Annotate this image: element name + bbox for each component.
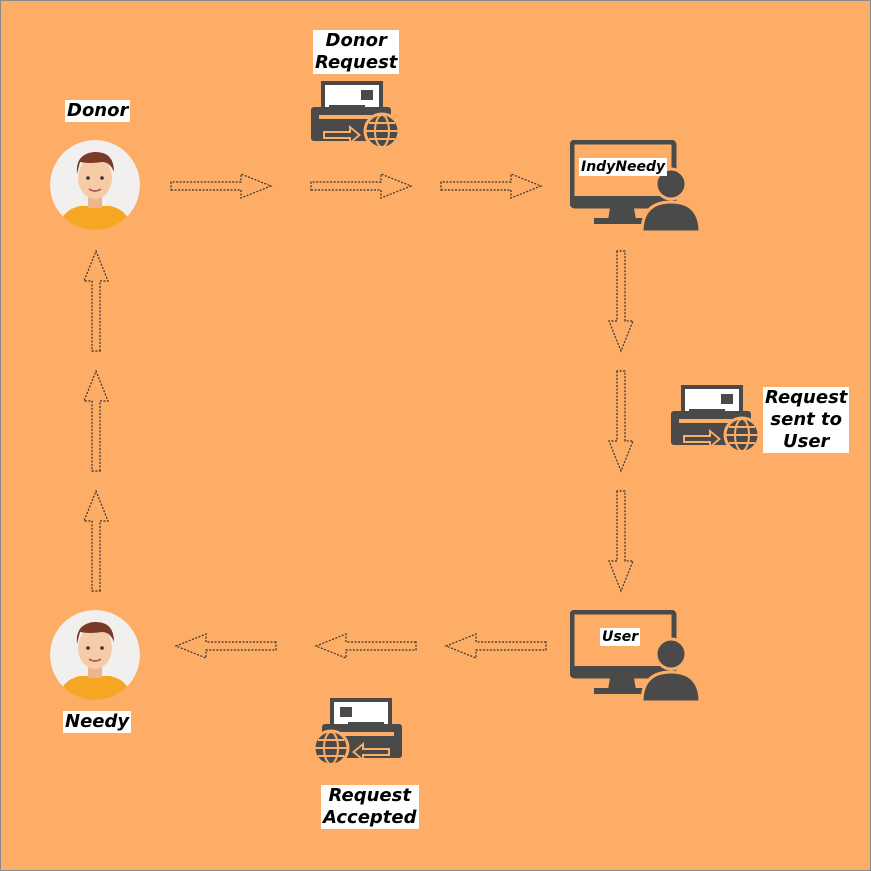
request-sent-mail-send-globe-icon — [671, 385, 761, 454]
donor-label: Donor — [65, 100, 131, 122]
arrow-donor-to-indyneedy-2 — [310, 173, 413, 199]
arrow-needy-to-donor-3 — [83, 249, 109, 352]
arrow-user-to-needy-2 — [314, 633, 417, 659]
arrow-needy-to-donor-1 — [83, 489, 109, 592]
arrow-donor-to-indyneedy-1 — [170, 173, 273, 199]
arrow-indyneedy-to-user-2 — [608, 370, 634, 473]
request-accepted-label: Request Accepted — [321, 785, 419, 829]
needy-avatar-icon — [50, 610, 140, 700]
donor-request-line-1: Donor — [325, 30, 387, 51]
request-accepted-line-1: Request — [328, 785, 411, 806]
donor-request-line-2: Request — [315, 52, 398, 73]
donor-request-mail-send-globe-icon — [311, 81, 401, 150]
donor-request-label: Donor Request — [313, 30, 400, 74]
arrow-indyneedy-to-user-3 — [608, 490, 634, 593]
request-sent-label: Request sent to User — [763, 387, 850, 453]
arrow-user-to-needy-1 — [444, 633, 547, 659]
indyneedy-label: IndyNeedy — [579, 158, 668, 176]
indyneedy-computer-user-icon — [570, 140, 702, 232]
request-sent-line-2: sent to — [770, 409, 842, 430]
request-accepted-line-2: Accepted — [323, 807, 417, 828]
request-accepted-mail-receive-globe-icon — [312, 698, 402, 767]
donor-avatar-icon — [50, 140, 140, 230]
arrow-indyneedy-to-user-1 — [608, 250, 634, 353]
arrow-needy-to-donor-2 — [83, 369, 109, 472]
request-sent-line-3: User — [782, 431, 830, 452]
arrow-donor-to-indyneedy-3 — [440, 173, 543, 199]
arrow-user-to-needy-3 — [174, 633, 277, 659]
needy-label: Needy — [63, 711, 132, 733]
user-label: User — [600, 628, 641, 646]
user-computer-user-icon — [570, 610, 702, 702]
request-sent-line-1: Request — [765, 387, 848, 408]
